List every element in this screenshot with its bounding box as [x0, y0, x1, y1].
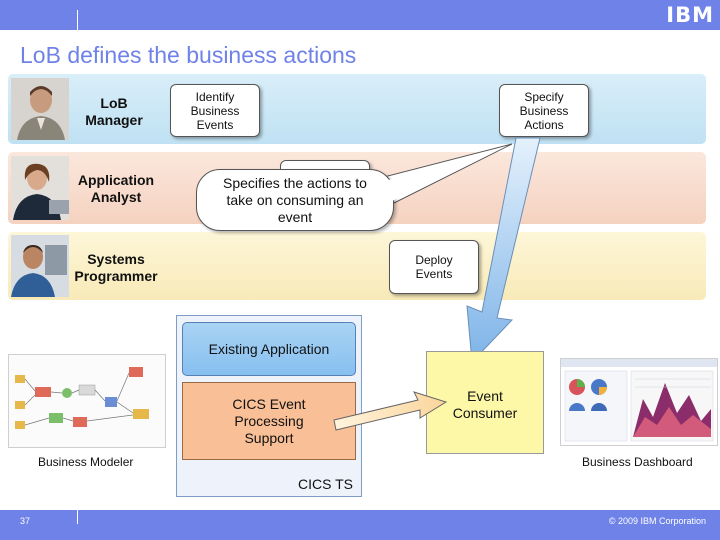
business-modeler-screenshot: [8, 354, 166, 448]
cics-ts-label: CICS TS: [298, 476, 353, 492]
manager-photo: [11, 78, 69, 140]
lane-systems-programmer: [8, 232, 706, 300]
page-number: 37: [20, 516, 31, 526]
ibm-logo: IBM: [666, 3, 714, 27]
specify-business-actions-card: Specify Business Actions: [499, 84, 589, 137]
header-bar: [0, 0, 720, 30]
role-lob-manager: LoB Manager: [85, 95, 143, 128]
business-dashboard-caption: Business Dashboard: [582, 455, 693, 469]
identify-business-events-card: Identify Business Events: [170, 84, 260, 137]
footer-bar: [0, 510, 720, 540]
business-modeler-caption: Business Modeler: [38, 455, 134, 469]
cics-event-processing-box: CICS Event Processing Support: [182, 382, 356, 460]
slide-title: LoB defines the business actions: [20, 42, 357, 68]
analyst-photo: [11, 156, 69, 220]
existing-application-box: Existing Application: [182, 322, 356, 376]
copyright-text: © 2009 IBM Corporation: [608, 516, 706, 526]
role-systems-programmer: Systems Programmer: [74, 251, 158, 284]
deploy-events-card: Deploy Events: [389, 240, 479, 294]
lane-lob-manager: [8, 74, 706, 144]
business-dashboard-screenshot: [560, 358, 718, 446]
role-application-analyst: Application Analyst: [77, 172, 155, 205]
header-divider: [77, 10, 78, 30]
actions-callout: Specifies the actions to take on consumi…: [196, 169, 394, 231]
programmer-photo: [11, 235, 69, 297]
footer-divider: [77, 510, 78, 524]
